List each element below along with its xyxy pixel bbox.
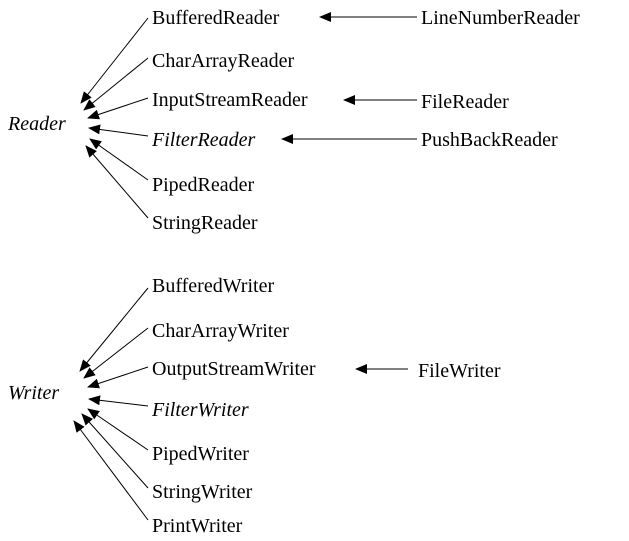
edge-pipedreader-reader: [89, 138, 149, 181]
class-bufferedreader: BufferedReader: [152, 7, 280, 29]
edge-inputstreamreader-reader: [87, 97, 149, 120]
class-inputstreamreader: InputStreamReader: [152, 89, 308, 111]
class-filterreader: FilterReader: [151, 129, 256, 151]
class-chararrayreader: CharArrayReader: [152, 50, 294, 72]
reader-hierarchy: Reader BufferedReader CharArrayReader In…: [7, 7, 580, 234]
edge-chararraywriter-writer: [83, 327, 149, 379]
edge-outputstreamwriter-writer: [87, 366, 149, 389]
root-reader: Reader: [7, 113, 66, 135]
edge-stringreader-reader: [85, 145, 149, 219]
root-writer: Writer: [8, 382, 59, 404]
writer-hierarchy: Writer BufferedWriter CharArrayWriter Ou…: [8, 275, 501, 537]
class-stringwriter: StringWriter: [152, 481, 253, 503]
edge-chararrayreader-reader: [83, 57, 149, 111]
class-pipedreader: PipedReader: [152, 174, 255, 196]
edge-bufferedwriter-writer: [79, 287, 149, 372]
class-printwriter: PrintWriter: [152, 515, 243, 537]
class-linenumberreader: LineNumberReader: [421, 7, 580, 29]
class-filterwriter: FilterWriter: [151, 399, 249, 421]
class-filewriter: FileWriter: [418, 360, 501, 382]
edge-filterreader-reader: [88, 124, 149, 137]
class-pushbackreader: PushBackReader: [421, 129, 558, 151]
class-bufferedwriter: BufferedWriter: [152, 275, 274, 297]
class-filereader: FileReader: [421, 91, 509, 113]
edge-stringwriter-writer: [81, 413, 149, 489]
edge-bufferedreader-reader: [80, 17, 149, 104]
class-outputstreamwriter: OutputStreamWriter: [152, 358, 316, 380]
class-pipedwriter: PipedWriter: [152, 443, 249, 465]
class-chararraywriter: CharArrayWriter: [152, 320, 289, 342]
edge-printwriter-writer: [73, 420, 149, 521]
edge-pipedwriter-writer: [87, 408, 149, 451]
edge-filterwriter-writer: [88, 395, 149, 407]
class-stringreader: StringReader: [152, 212, 258, 234]
